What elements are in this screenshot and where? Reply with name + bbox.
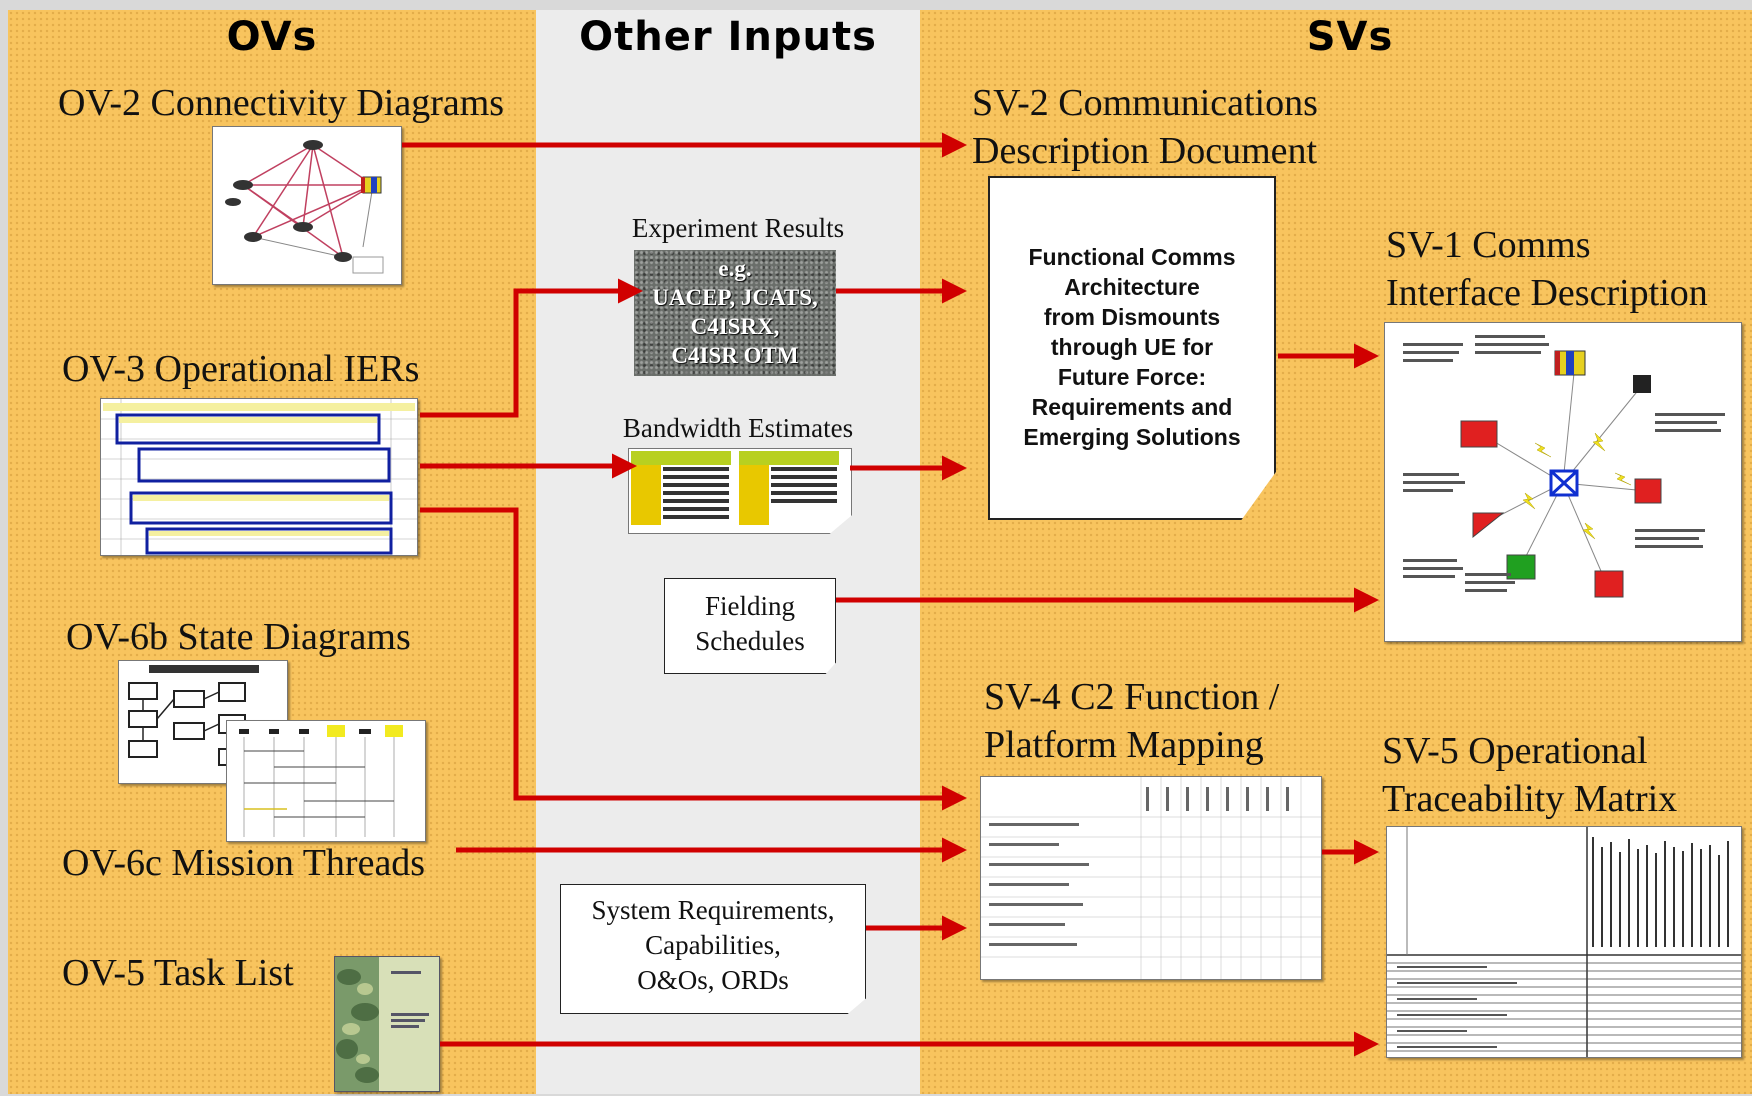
doc-line-1: Functional Comms xyxy=(1028,244,1236,270)
sv2-label-line-2: Description Document xyxy=(972,130,1318,172)
ovs-header: OVs xyxy=(226,14,318,60)
doc-line-3: from Dismounts xyxy=(1043,304,1221,330)
ov3-ier-table-thumbnail xyxy=(100,398,418,556)
sv1-label-line-2: Interface Description xyxy=(1386,272,1708,314)
fielding-schedules-note: Fielding Schedules xyxy=(664,578,836,674)
sv4-function-mapping-thumbnail xyxy=(980,776,1322,980)
task-list-book-icon xyxy=(335,957,439,1091)
ier-table-icon xyxy=(101,399,417,555)
other-inputs-header: Other Inputs xyxy=(579,14,877,60)
mapping-matrix-icon xyxy=(981,777,1321,979)
experiment-results-image: e.g. UACEP, JCATS, C4ISRX, C4ISR OTM xyxy=(634,250,836,376)
sv4-label-line-1: SV-4 C2 Function / xyxy=(984,676,1280,718)
doc-line-6: Requirements and xyxy=(1031,394,1233,420)
sv1-label-line-1: SV-1 Comms xyxy=(1386,224,1591,266)
experiment-results-label: Experiment Results xyxy=(631,213,845,243)
experiment-line-1: e.g. xyxy=(718,256,752,281)
ov6b-label: OV-6b State Diagrams xyxy=(66,616,411,658)
ov2-label: OV-2 Connectivity Diagrams xyxy=(58,82,505,124)
bandwidth-estimates-thumbnail xyxy=(628,448,852,534)
sysreq-line-2: Capabilities, xyxy=(645,930,781,960)
experiment-line-2: UACEP, JCATS, xyxy=(652,285,818,310)
ov5-task-list-thumbnail xyxy=(334,956,440,1092)
bandwidth-estimates-label: Bandwidth Estimates xyxy=(622,413,854,443)
experiment-line-4: C4ISR OTM xyxy=(671,343,799,368)
comms-network-icon xyxy=(1403,335,1725,598)
svs-header: SVs xyxy=(1306,14,1394,60)
fielding-line-2: Schedules xyxy=(695,626,805,656)
doc-line-5: Future Force: xyxy=(1057,364,1207,390)
ov6b-sequence-thumbnail xyxy=(226,720,426,842)
doc-line-7: Emerging Solutions xyxy=(1023,424,1241,450)
sv5-traceability-matrix-thumbnail xyxy=(1386,826,1742,1058)
sv2-label-line-1: SV-2 Communications xyxy=(972,82,1318,124)
sv5-label-line-1: SV-5 Operational xyxy=(1382,730,1648,772)
state-diagram-icon xyxy=(128,665,259,766)
fielding-line-1: Fielding xyxy=(704,591,795,621)
sysreq-line-1: System Requirements, xyxy=(591,895,835,925)
sv2-description-document: Functional Comms Architecture from Dismo… xyxy=(988,176,1276,520)
ov3-label: OV-3 Operational IERs xyxy=(62,348,420,390)
sysreq-line-3: O&Os, ORDs xyxy=(637,965,789,995)
ov2-connectivity-thumbnail xyxy=(212,126,402,285)
sequence-diagram-icon xyxy=(239,725,403,837)
connectivity-diagram-icon xyxy=(225,140,384,274)
sv4-label-line-2: Platform Mapping xyxy=(984,724,1264,766)
system-requirements-note: System Requirements, Capabilities, O&Os,… xyxy=(560,884,866,1014)
spreadsheet-icon xyxy=(631,451,839,525)
experiment-line-3: C4ISRX, xyxy=(690,314,780,339)
doc-line-2: Architecture xyxy=(1064,274,1200,300)
sv1-comms-interface-thumbnail xyxy=(1384,322,1742,642)
sv5-label-line-2: Traceability Matrix xyxy=(1382,778,1678,820)
doc-line-4: through UE for xyxy=(1050,334,1214,360)
traceability-matrix-icon xyxy=(1387,827,1741,1057)
ov5-label: OV-5 Task List xyxy=(62,952,294,994)
ov6c-label: OV-6c Mission Threads xyxy=(62,842,426,884)
